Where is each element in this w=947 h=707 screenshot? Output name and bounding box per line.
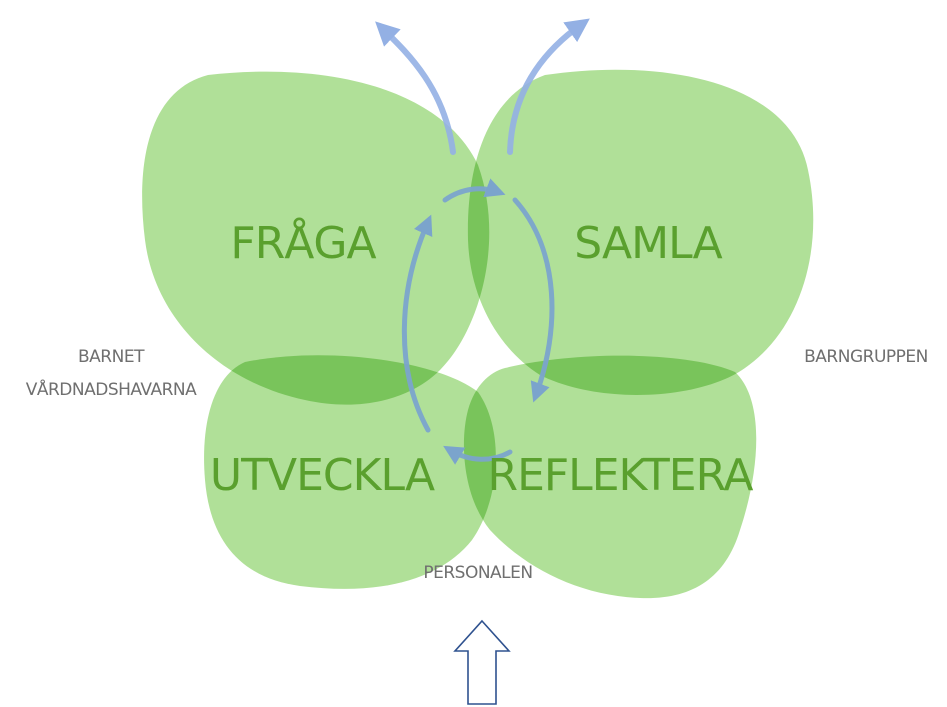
escape-arrow-right	[507, 18, 590, 155]
label-vardnadshavarna: VÅRDNADSHAVARNA	[26, 378, 197, 400]
label-samla: SAMLA	[574, 218, 722, 269]
label-barnet: BARNET	[78, 347, 145, 367]
label-fraga: FRÅGA	[230, 216, 376, 269]
escape-arrows	[375, 18, 590, 155]
label-reflektera: REFLEKTERA	[488, 450, 754, 501]
wing-bottom-left	[204, 355, 496, 589]
butterfly-wings	[142, 69, 814, 599]
cycle-arrow-right	[512, 197, 555, 403]
stakeholder-labels: BARNET VÅRDNADSHAVARNA BARNGRUPPEN PERSO…	[26, 347, 929, 583]
cycle-arrows	[401, 178, 555, 465]
quadrant-labels: FRÅGA SAMLA UTVECKLA REFLEKTERA	[210, 216, 754, 501]
wing-bottom-right	[463, 355, 757, 599]
outline-arrow-up-icon	[453, 619, 511, 705]
escape-arrow-left	[375, 21, 456, 155]
label-utveckla: UTVECKLA	[210, 450, 435, 501]
cycle-arrow-bottom	[443, 445, 513, 465]
label-personalen: PERSONALEN	[423, 563, 532, 583]
cycle-arrow-top	[442, 178, 506, 203]
label-barngruppen: BARNGRUPPEN	[804, 347, 928, 367]
cycle-arrow-left	[401, 214, 433, 433]
